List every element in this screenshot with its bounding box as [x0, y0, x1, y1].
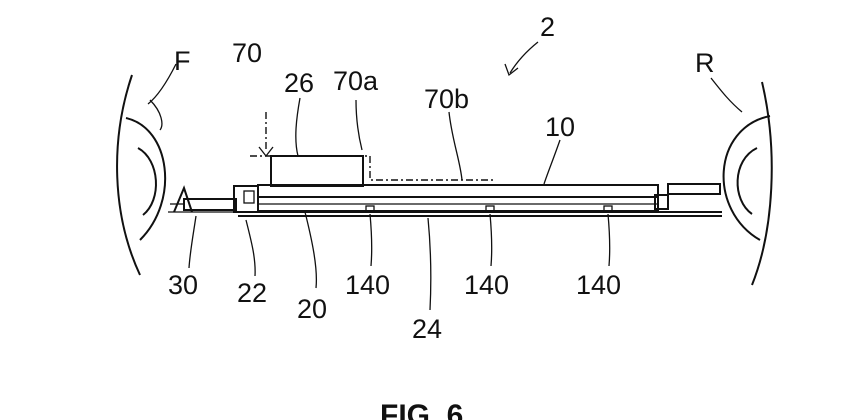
label-frame-10: 10	[545, 112, 575, 142]
label-part-30: 30	[168, 270, 198, 300]
rear-bracket	[654, 194, 669, 210]
label-part-24: 24	[412, 314, 442, 344]
front-wheel	[116, 74, 167, 276]
reference-labels: F R 2 70 26 70a 70b 10 30 22 20 140 24 1…	[168, 12, 715, 344]
label-front: F	[174, 46, 191, 76]
leader-lines	[147, 63, 743, 311]
vehicle-arrow	[504, 41, 539, 77]
mount-140-b	[485, 205, 495, 213]
label-rear: R	[695, 48, 715, 78]
mount-140-a	[365, 205, 375, 213]
label-part-22: 22	[237, 278, 267, 308]
label-outline: 70	[232, 38, 262, 68]
outline-70	[250, 112, 495, 181]
label-mount-c: 140	[576, 270, 621, 300]
mount-140-c	[603, 205, 613, 213]
figure-caption: FIG. 6	[380, 399, 463, 420]
label-outline-a: 70a	[333, 66, 379, 96]
frame-assembly	[168, 155, 722, 217]
label-vehicle: 2	[540, 12, 555, 42]
unit-26-box	[270, 155, 364, 187]
label-unit-26: 26	[284, 68, 314, 98]
rear-wheel	[722, 81, 773, 286]
label-mount-b: 140	[464, 270, 509, 300]
label-outline-b: 70b	[424, 84, 469, 114]
label-mount-a: 140	[345, 270, 390, 300]
label-part-20: 20	[297, 294, 327, 324]
